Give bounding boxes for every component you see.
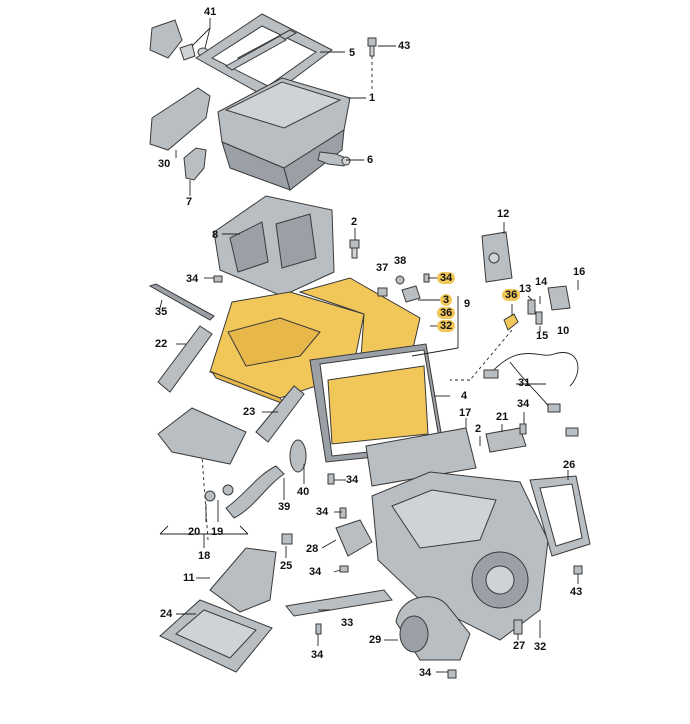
part-13-clip <box>527 299 536 315</box>
callout-30: 30 <box>158 158 171 170</box>
callout-31: 31 <box>518 377 531 389</box>
callout-9: 9 <box>464 298 471 310</box>
callout-8: 8 <box>212 229 219 241</box>
part-17-filter <box>365 427 477 487</box>
part-1-upper-housing <box>217 77 351 191</box>
callout-34-right: 34 <box>517 398 530 410</box>
part-37-screw <box>377 287 388 297</box>
callout-13: 13 <box>519 283 532 295</box>
part-4-heat-exchanger <box>309 343 445 463</box>
callout-23: 23 <box>243 406 256 418</box>
callout-7: 7 <box>186 196 193 208</box>
callout-35: 35 <box>155 306 168 318</box>
part-25-screw <box>281 533 293 545</box>
part-24-tray <box>159 599 273 673</box>
part-22-seal-strip <box>157 325 213 393</box>
part-41-flap-set <box>149 19 209 61</box>
callout-32-highlighted: 32 <box>437 320 456 332</box>
callout-21: 21 <box>496 411 509 423</box>
callout-34-left: 34 <box>186 273 199 285</box>
part-36-gasket <box>503 313 519 331</box>
part-2-screw-a <box>349 239 360 259</box>
part-6-screw-unit <box>317 151 351 167</box>
callout-6: 6 <box>367 154 374 166</box>
main-housing-assembly <box>371 471 549 641</box>
callout-14: 14 <box>535 276 548 288</box>
part-39-drain-pipe <box>225 465 285 519</box>
part-23-seal-strip <box>255 385 305 443</box>
callout-3: 3 <box>440 294 453 306</box>
part-11-bracket <box>209 547 277 613</box>
callout-22: 22 <box>155 338 168 350</box>
callout-17: 17 <box>459 407 472 419</box>
callout-29: 29 <box>369 634 382 646</box>
callout-34-lower: 34 <box>309 566 322 578</box>
callout-12: 12 <box>497 208 510 220</box>
callout-34-highlighted: 34 <box>437 272 456 284</box>
callout-11: 11 <box>183 572 195 584</box>
callout-41: 41 <box>204 6 217 18</box>
callout-34-bottom-left: 34 <box>311 649 324 661</box>
callout-43-top: 43 <box>398 40 411 52</box>
part-12-cover <box>481 231 513 283</box>
callout-32-bottom: 32 <box>534 641 547 653</box>
part-19-fitting <box>222 484 234 496</box>
callout-2-lower: 2 <box>475 423 482 435</box>
callout-27: 27 <box>513 640 526 652</box>
part-29-blower-scroll <box>395 596 471 661</box>
callout-19: 19 <box>211 526 224 538</box>
callout-34-bottom-center: 34 <box>419 667 432 679</box>
callout-40: 40 <box>297 486 310 498</box>
part-box-cover <box>157 407 247 465</box>
callout-37: 37 <box>376 262 389 274</box>
part-38-nut <box>395 275 405 285</box>
callout-34-center: 34 <box>346 474 359 486</box>
leader-lines <box>159 18 579 673</box>
callout-28: 28 <box>306 543 319 555</box>
callout-4: 4 <box>461 390 468 402</box>
callout-26: 26 <box>563 459 576 471</box>
callout-5: 5 <box>349 47 356 59</box>
part-35-rod <box>148 283 215 321</box>
callout-34-mid: 34 <box>316 506 329 518</box>
callout-2-upper: 2 <box>351 216 358 228</box>
part-31-wiring-harness <box>483 352 579 437</box>
part-20-fitting <box>204 490 216 502</box>
part-8-air-duct-housing <box>213 195 335 297</box>
callout-18: 18 <box>198 550 211 562</box>
callout-39: 39 <box>278 501 291 513</box>
callout-38: 38 <box>394 255 407 267</box>
part-10-actuator <box>547 285 571 311</box>
callout-20: 20 <box>188 526 201 538</box>
part-27-fixing <box>513 619 523 635</box>
callout-1: 1 <box>369 92 376 104</box>
part-33-strip <box>285 589 393 617</box>
part-21-sensor <box>485 427 527 453</box>
callout-36-left: 36 <box>437 307 456 319</box>
callout-10: 10 <box>557 325 570 337</box>
callout-43-bottom: 43 <box>570 586 583 598</box>
part-26-fresh-air-frame <box>529 475 591 557</box>
part-28-resistor <box>335 519 373 557</box>
callout-24: 24 <box>160 608 173 620</box>
part-43-screw-top <box>367 37 377 57</box>
callout-16: 16 <box>573 266 586 278</box>
callout-36-right: 36 <box>502 289 521 301</box>
part-7-clip <box>183 147 207 181</box>
part-15-clip <box>535 311 543 325</box>
callout-25: 25 <box>280 560 293 572</box>
part-3-retaining-bracket <box>401 285 421 303</box>
callout-15: 15 <box>536 330 549 342</box>
part-5-frame-gasket <box>195 13 333 99</box>
part-30-side-bracket <box>149 87 211 151</box>
part-40-seal-ring <box>289 439 307 473</box>
callout-33: 33 <box>341 617 354 629</box>
